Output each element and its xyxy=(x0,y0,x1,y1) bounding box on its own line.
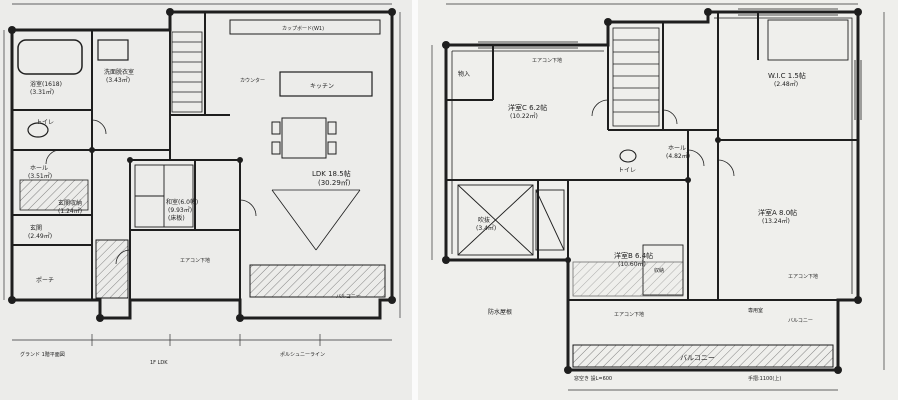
note-bottom-right: ポルシュニーライン xyxy=(280,351,325,358)
cupboard xyxy=(229,19,381,35)
label-bath: 浴室(1618) xyxy=(30,80,62,88)
closets-2f xyxy=(535,19,849,296)
label-washitsu-area: (9.93㎡) xyxy=(168,206,192,214)
label-wic-area: (2.48㎡) xyxy=(774,80,798,88)
balcony-hatch xyxy=(572,344,834,368)
label-hall: ホール xyxy=(30,165,48,172)
label-balcony2: バルコニー xyxy=(788,318,813,324)
dining-set xyxy=(271,117,337,159)
second-floor-plan: 洋室C 6.2帖 (10.22㎡) 物入 W.I.C 1.5帖 (2.48㎡) … xyxy=(431,3,885,391)
label-balcony-1f: バルコニー xyxy=(336,294,361,300)
wood-deck-hatch xyxy=(249,264,386,298)
label-western-a: 洋室A 8.0帖 xyxy=(758,208,797,217)
label-washroom: 洗面脱衣室 xyxy=(104,68,134,76)
note-bottom-1: 窓空き 設L=600 xyxy=(574,375,612,382)
label-washitsu: 和室(6.0帖) xyxy=(166,198,198,206)
label-wic: W.I.C 1.5帖 xyxy=(768,71,806,80)
label-ldk: LDK 18.5帖 xyxy=(312,169,351,178)
label-room-note: 専用室 xyxy=(748,307,763,314)
label-bath-area: (3.31㎡) xyxy=(30,88,54,96)
label-hall2-area: (4.82㎡) xyxy=(666,152,690,160)
label-cupboard: カップボード(W1) xyxy=(282,25,324,32)
label-western-a-area: (13.24㎡) xyxy=(762,217,790,225)
label-western-b: 洋室B 6.4帖 xyxy=(614,251,653,260)
columns-1f xyxy=(8,8,396,322)
note-bottom-mid: 1F LDK xyxy=(150,360,168,366)
entrance-hatch xyxy=(19,179,89,211)
staircase-2f xyxy=(612,27,660,127)
roof-hatch xyxy=(572,261,684,297)
label-stair-void-area: (3.4㎡) xyxy=(476,224,496,232)
label-hall2: ホール xyxy=(668,145,686,152)
bathtub xyxy=(17,39,83,75)
label-counter: カウンター xyxy=(240,77,265,84)
label-storage-area: (1.24㎡) xyxy=(58,207,82,215)
label-storage: 玄関収納 xyxy=(58,199,82,207)
sheet-gap xyxy=(412,0,418,400)
toilet-fixture-2f xyxy=(619,149,637,163)
label-balcony: バルコニー xyxy=(680,354,715,362)
label-western-b-note: 収納 xyxy=(654,267,664,274)
stair-void xyxy=(457,184,534,256)
label-aircon-c: エアコン下地 xyxy=(532,57,562,64)
label-washroom-area: (3.43㎡) xyxy=(106,76,130,84)
label-western-b-area: (10.60㎡) xyxy=(618,260,646,268)
label-kitchen: キッチン xyxy=(310,83,334,90)
wall-outlines-2f xyxy=(451,17,853,294)
label-tokonoma: (床板) xyxy=(168,214,185,222)
label-aircon-a: エアコン下地 xyxy=(788,273,818,280)
label-stair-void: 吹抜 xyxy=(478,216,490,224)
second-floor-sheet xyxy=(418,0,898,400)
door-swings-1f xyxy=(45,119,257,265)
label-western-c: 洋室C 6.2帖 xyxy=(508,103,547,112)
toilet-fixture xyxy=(27,122,49,138)
label-closet-c: 物入 xyxy=(458,70,470,78)
staircase-1f xyxy=(171,31,203,113)
porch-hatch xyxy=(95,239,129,299)
label-entrance: 玄関 xyxy=(30,224,42,232)
tatami-layout xyxy=(134,164,194,228)
label-aircon-b: エアコン下地 xyxy=(614,311,644,318)
label-aircon-1f: エアコン下地 xyxy=(180,257,210,264)
label-waterproof-roof: 防水屋根 xyxy=(488,308,512,316)
label-hall-area: (3.51㎡) xyxy=(28,172,52,180)
windows-2f xyxy=(478,8,862,120)
kitchen-counter xyxy=(279,71,373,97)
label-toilet: トイレ xyxy=(36,119,54,126)
interior-walls-2f xyxy=(446,12,858,301)
columns-2f xyxy=(442,8,862,374)
door-swings-2f xyxy=(591,99,735,177)
label-toilet2: トイレ xyxy=(618,167,636,174)
label-ldk-area: (30.29㎡) xyxy=(318,179,351,187)
note-bottom-left: グランド 1階平面図 xyxy=(20,351,65,358)
dimension-lines-2f xyxy=(431,3,885,391)
exterior-walls-2f xyxy=(444,10,860,372)
label-porch: ポーチ xyxy=(36,276,54,284)
wash-basin xyxy=(97,39,129,61)
label-entrance-area: (2.49㎡) xyxy=(28,232,52,240)
ldk-cross-lines xyxy=(271,189,361,251)
first-floor-plan: 浴室(1618) (3.31㎡) 洗面脱衣室 (3.43㎡) トイレ ホール (… xyxy=(3,3,401,366)
label-western-c-area: (10.22㎡) xyxy=(510,112,538,120)
note-bottom-2: 手摺:1100(上) xyxy=(748,375,781,382)
dimension-lines-1f xyxy=(3,3,401,346)
